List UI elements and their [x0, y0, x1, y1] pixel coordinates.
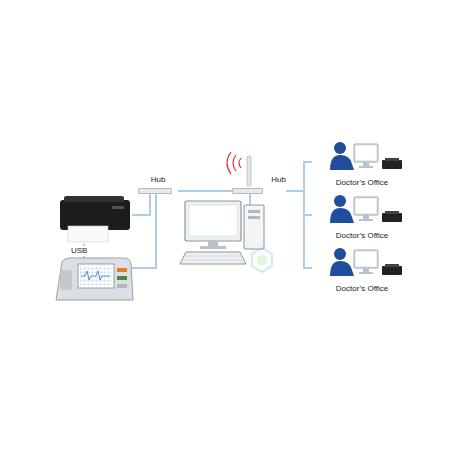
network-cable — [286, 162, 312, 191]
ecg-device — [56, 258, 133, 300]
hub-box — [138, 188, 172, 194]
office-node: Doctor’s Office — [312, 193, 412, 241]
office-node: Doctor’s Office — [312, 140, 412, 188]
office-node: Doctor’s Office — [312, 246, 412, 294]
node-label: Doctor’s Office — [312, 285, 412, 293]
hub-node: Hub — [232, 176, 286, 194]
hub-node: Hub — [138, 176, 178, 194]
node-label: Hub — [232, 176, 286, 184]
node-label: Doctor’s Office — [312, 179, 412, 187]
antenna — [227, 152, 251, 186]
network-cable — [286, 191, 312, 268]
hub-box — [232, 188, 263, 194]
node-label: Hub — [138, 176, 178, 184]
network-cable — [178, 190, 232, 192]
network-cable — [286, 191, 312, 215]
printer — [60, 196, 130, 242]
port-label: USB — [70, 247, 88, 255]
node-label: Doctor’s Office — [312, 232, 412, 240]
watermark-logo — [252, 248, 272, 272]
